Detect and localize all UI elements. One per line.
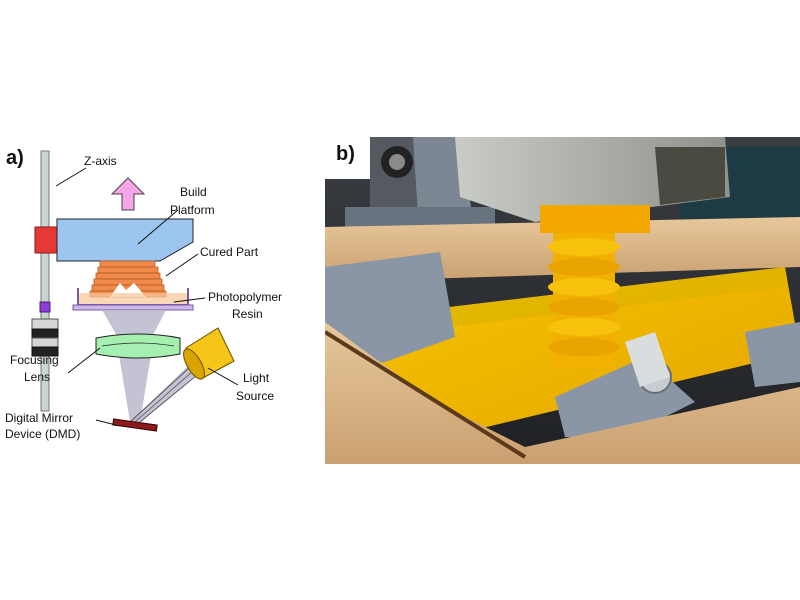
z-motor-foot [31,346,59,357]
label-lens: Lens [24,370,50,384]
label-digital-mirror: Digital Mirror [5,411,73,425]
beam-source [130,366,198,422]
z-coupler [39,301,51,313]
beam-upper [102,310,166,341]
focusing-lens [95,333,181,359]
up-arrow [110,177,146,211]
cured-part [89,260,167,298]
label-source: Source [236,389,274,403]
printed-part [540,205,650,368]
label-z-axis: Z-axis [84,154,117,168]
label-resin: Resin [232,307,263,321]
z-motor [31,318,59,330]
printer-photo [325,137,800,464]
z-axis-rail [40,150,50,412]
label-build: Build [180,185,207,199]
wood-frame [325,322,800,464]
label-platform: Platform [170,203,215,217]
z-motor-base [31,337,59,348]
dmd-mirror [112,418,158,432]
panel-b-label: b) [336,143,355,165]
label-dmd: Device (DMD) [5,427,80,441]
z-motor-body [31,328,59,339]
panel-a-label: a) [6,147,24,169]
beam-lower [119,355,151,422]
label-cured-part: Cured Part [200,245,259,259]
light-source [183,327,235,380]
build-platform [56,218,194,262]
resin-vat [72,288,194,311]
dlp-printer-diagram: Z-axis Build Platform Cured Part Photopo… [0,130,325,470]
left-clamp [325,252,455,367]
label-light: Light [243,371,270,385]
z-carriage [34,226,58,254]
label-focusing: Focusing [10,353,59,367]
label-photopolymer: Photopolymer [208,290,282,304]
